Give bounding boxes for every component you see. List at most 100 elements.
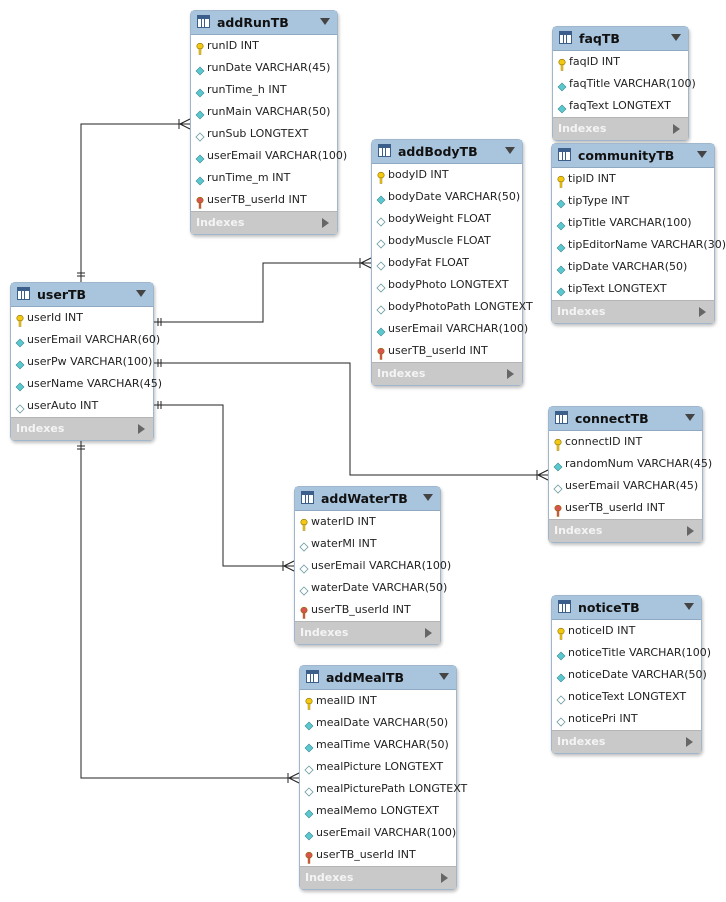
table-header[interactable]: addWaterTB [295,487,440,511]
column-row[interactable]: tipTitle VARCHAR(100) [552,212,714,234]
relationship-line[interactable] [152,404,294,567]
column-row[interactable]: userId INT [11,307,153,329]
table-header[interactable]: communityTB [552,144,714,168]
expand-arrow-icon[interactable] [686,737,693,747]
relationship-line[interactable] [80,123,190,282]
column-row[interactable]: runID INT [191,35,337,57]
column-row[interactable]: connectID INT [549,431,702,453]
column-row[interactable]: runTime_h INT [191,79,337,101]
collapse-arrow-icon[interactable] [671,34,681,41]
collapse-arrow-icon[interactable] [136,290,146,297]
expand-arrow-icon[interactable] [673,124,680,134]
table-header[interactable]: userTB [11,283,153,307]
relationship-userTB-addMealTB[interactable] [80,440,299,779]
indexes-section[interactable]: Indexes [552,730,701,753]
column-row[interactable]: userEmail VARCHAR(100) [191,145,347,167]
indexes-section[interactable]: Indexes [191,211,337,234]
column-row[interactable]: mealPicturePath LONGTEXT [300,778,467,800]
column-row[interactable]: userEmail VARCHAR(100) [295,555,451,577]
column-row[interactable]: bodyFat FLOAT [372,252,522,274]
indexes-section[interactable]: Indexes [372,362,522,385]
table-header[interactable]: addMealTB [300,666,456,690]
column-row[interactable]: mealPicture LONGTEXT [300,756,456,778]
collapse-arrow-icon[interactable] [697,151,707,158]
column-row[interactable]: userTB_userId INT [372,340,522,362]
collapse-arrow-icon[interactable] [685,414,695,421]
column-row[interactable]: noticeTitle VARCHAR(100) [552,642,711,664]
table-header[interactable]: addRunTB [191,11,337,35]
column-row[interactable]: faqText LONGTEXT [553,95,688,117]
expand-arrow-icon[interactable] [441,873,448,883]
indexes-section[interactable]: Indexes [11,417,153,440]
column-row[interactable]: userTB_userId INT [300,844,456,866]
column-row[interactable]: mealMemo LONGTEXT [300,800,456,822]
column-row[interactable]: noticePri INT [552,708,701,730]
column-row[interactable]: userEmail VARCHAR(100) [372,318,528,340]
column-row[interactable]: userAuto INT [11,395,153,417]
relationship-line[interactable] [152,262,371,323]
indexes-section[interactable]: Indexes [295,621,440,644]
table-header[interactable]: connectTB [549,407,702,431]
column-row[interactable]: faqTitle VARCHAR(100) [553,73,696,95]
expand-arrow-icon[interactable] [507,369,514,379]
column-row[interactable]: bodyWeight FLOAT [372,208,522,230]
column-row[interactable]: userEmail VARCHAR(45) [549,475,702,497]
collapse-arrow-icon[interactable] [505,147,515,154]
indexes-section[interactable]: Indexes [552,300,714,323]
column-row[interactable]: bodyDate VARCHAR(50) [372,186,522,208]
expand-arrow-icon[interactable] [425,628,432,638]
column-row[interactable]: runDate VARCHAR(45) [191,57,337,79]
table-header[interactable]: faqTB [553,27,688,51]
column-row[interactable]: userTB_userId INT [295,599,440,621]
column-row[interactable]: userEmail VARCHAR(100) [300,822,456,844]
expand-arrow-icon[interactable] [687,526,694,536]
column-row[interactable]: bodyMuscle FLOAT [372,230,522,252]
column-row[interactable]: tipID INT [552,168,714,190]
column-row[interactable]: bodyPhotoPath LONGTEXT [372,296,533,318]
indexes-section[interactable]: Indexes [300,866,456,889]
column-row[interactable]: runMain VARCHAR(50) [191,101,337,123]
expand-arrow-icon[interactable] [138,424,145,434]
collapse-arrow-icon[interactable] [320,18,330,25]
column-row[interactable]: noticeID INT [552,620,701,642]
column-row[interactable]: waterID INT [295,511,440,533]
column-row[interactable]: runSub LONGTEXT [191,123,337,145]
table-header[interactable]: noticeTB [552,596,701,620]
column-row[interactable]: waterMl INT [295,533,440,555]
relationship-line[interactable] [80,440,299,779]
collapse-arrow-icon[interactable] [439,673,449,680]
column-row[interactable]: mealTime VARCHAR(50) [300,734,456,756]
collapse-arrow-icon[interactable] [684,603,694,610]
column-row[interactable]: noticeText LONGTEXT [552,686,701,708]
column-row[interactable]: userPw VARCHAR(100) [11,351,153,373]
column-row[interactable]: waterDate VARCHAR(50) [295,577,447,599]
relationship-userTB-addBodyTB[interactable] [152,262,371,323]
column-row[interactable]: bodyID INT [372,164,522,186]
indexes-section[interactable]: Indexes [553,117,688,140]
column-row[interactable]: randomNum VARCHAR(45) [549,453,712,475]
relationship-userTB-addRunTB[interactable] [80,123,190,282]
column-row[interactable]: faqID INT [553,51,688,73]
column-row[interactable]: userName VARCHAR(45) [11,373,162,395]
column-row[interactable]: userEmail VARCHAR(60) [11,329,160,351]
table-header[interactable]: addBodyTB [372,140,522,164]
column-row[interactable]: runTime_m INT [191,167,337,189]
collapse-arrow-icon[interactable] [423,494,433,501]
column-row[interactable]: tipEditorName VARCHAR(30) [552,234,726,256]
relationship-userTB-addWaterTB[interactable] [152,404,294,567]
column-row[interactable]: noticeDate VARCHAR(50) [552,664,707,686]
column-row[interactable]: userTB_userId INT [549,497,702,519]
expand-arrow-icon[interactable] [699,307,706,317]
expand-arrow-icon[interactable] [322,218,329,228]
column-row[interactable]: mealID INT [300,690,456,712]
column-row[interactable]: userTB_userId INT [191,189,337,211]
